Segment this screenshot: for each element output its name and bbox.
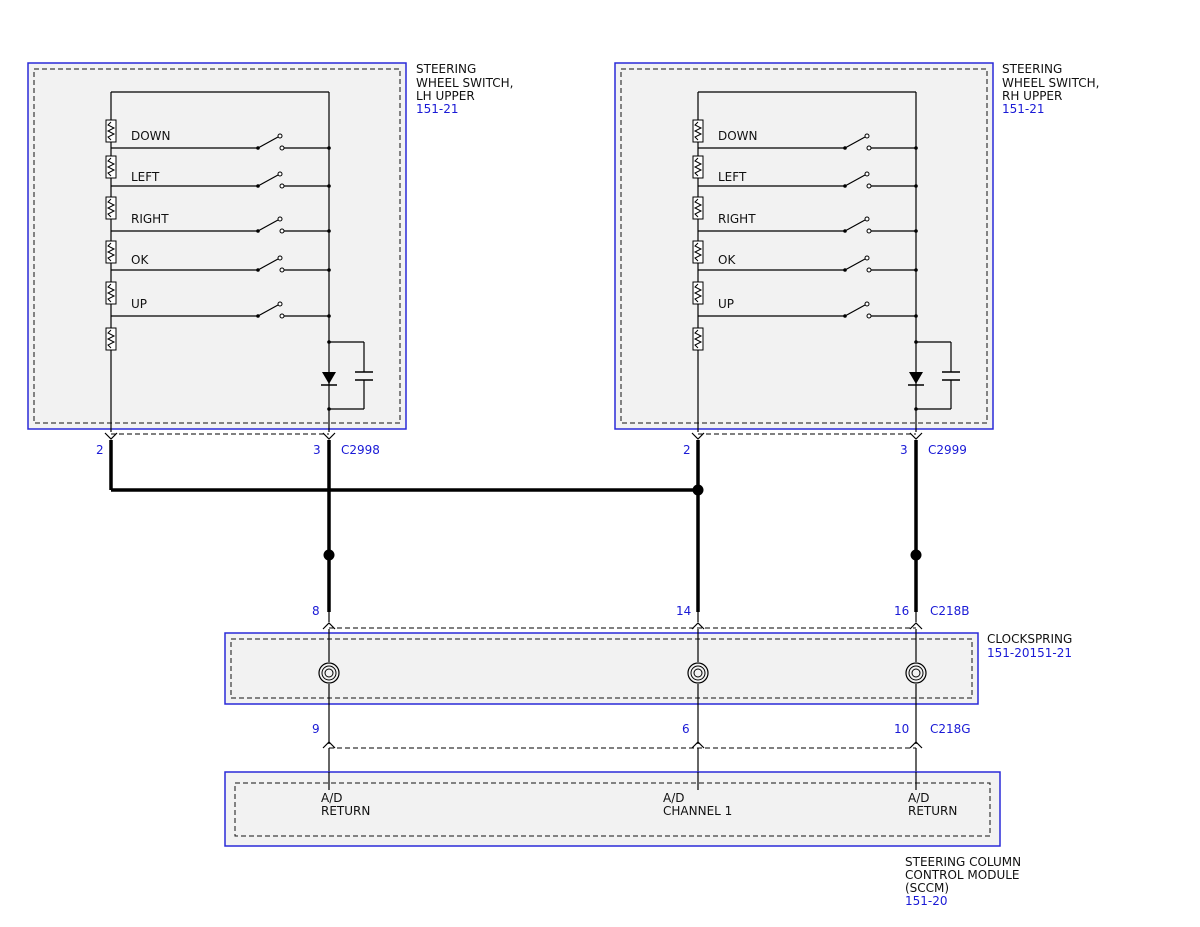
- component-name-line: WHEEL SWITCH,: [416, 76, 513, 90]
- switch-label-right: RIGHT: [718, 212, 756, 226]
- switch-rung-ok: OK: [111, 253, 331, 273]
- connector-name[interactable]: C218G: [930, 722, 971, 736]
- component-ref[interactable]: 151-21: [416, 102, 459, 116]
- component-ref[interactable]: 151-20: [905, 894, 948, 908]
- pin-function-line: A/D: [908, 791, 930, 805]
- pin-number: 14: [676, 604, 691, 618]
- switch-rung-left: LEFT: [111, 170, 331, 189]
- resistor: [692, 327, 704, 351]
- switch-rung-right: RIGHT: [111, 212, 331, 234]
- resistor: [692, 196, 704, 220]
- switch-rung-down: DOWN: [111, 129, 331, 151]
- component-name-line: STEERING COLUMN: [905, 855, 1021, 869]
- component-name-line: (SCCM): [905, 881, 949, 895]
- diode-capacitor: [908, 340, 960, 411]
- switch-rung-right: RIGHT: [698, 212, 918, 234]
- resistor-ladder: [692, 119, 704, 351]
- resistor: [692, 281, 704, 305]
- connector-c218b: 8 14 16 C218B: [312, 604, 970, 630]
- switch-label-ok: OK: [131, 253, 149, 267]
- switch-rung-down: DOWN: [698, 129, 918, 151]
- pin-function-line: A/D: [321, 791, 343, 805]
- pin-number: 2: [96, 443, 104, 457]
- clockspring-coil-icon: [905, 662, 927, 684]
- component-ref[interactable]: 151-21: [1002, 102, 1045, 116]
- component-name-line: WHEEL SWITCH,: [1002, 76, 1099, 90]
- splice-dot: [692, 484, 704, 496]
- switch-label-left: LEFT: [131, 170, 160, 184]
- pin-number: 8: [312, 604, 320, 618]
- switch-label-down: DOWN: [718, 129, 758, 143]
- pin-number: 2: [683, 443, 691, 457]
- pin-function-line: RETURN: [321, 804, 370, 818]
- component-name-line: STEERING: [1002, 62, 1062, 76]
- component-name-line: CONTROL MODULE: [905, 868, 1020, 882]
- component-name-line: LH UPPER: [416, 89, 475, 103]
- clockspring-coil-icon: [318, 662, 340, 684]
- clockspring-coil-icon: [687, 662, 709, 684]
- steering-column-control-module: A/D RETURN A/D CHANNEL 1 A/D RETURN STEE…: [224, 771, 1021, 908]
- pin-number: 10: [894, 722, 909, 736]
- diode-capacitor: [321, 340, 373, 411]
- resistor: [692, 155, 704, 179]
- pin-number: 9: [312, 722, 320, 736]
- switch-rung-ok: OK: [698, 253, 918, 273]
- pin-function-line: RETURN: [908, 804, 957, 818]
- switch-label-up: UP: [718, 297, 734, 311]
- pin-number: 6: [682, 722, 690, 736]
- pin-function-line: CHANNEL 1: [663, 804, 732, 818]
- harness-wires: [109, 440, 922, 622]
- resistor: [105, 281, 117, 305]
- resistor: [692, 240, 704, 264]
- resistor: [105, 327, 117, 351]
- splice-dot: [323, 549, 335, 561]
- steering-wheel-switch-rh: DOWN LEFT RIGHT OK UP: [614, 62, 1099, 432]
- connector-name[interactable]: C218B: [930, 604, 970, 618]
- resistor: [105, 240, 117, 264]
- component-name-line: RH UPPER: [1002, 89, 1062, 103]
- switch-label-left: LEFT: [718, 170, 747, 184]
- component-name-line: STEERING: [416, 62, 476, 76]
- switch-label-ok: OK: [718, 253, 736, 267]
- steering-wheel-switch-lh: DOWN LEFT RIGHT OK UP: [27, 62, 513, 432]
- pin-number: 3: [900, 443, 908, 457]
- connector-name[interactable]: C2999: [928, 443, 967, 457]
- switch-label-down: DOWN: [131, 129, 171, 143]
- component-ref[interactable]: 151-20151-21: [987, 646, 1072, 660]
- switch-rung-up: UP: [698, 297, 918, 319]
- resistor-ladder: [105, 119, 117, 351]
- resistor: [105, 155, 117, 179]
- connector-name[interactable]: C2998: [341, 443, 380, 457]
- splice-dot: [910, 549, 922, 561]
- pin-number: 16: [894, 604, 909, 618]
- switch-label-up: UP: [131, 297, 147, 311]
- component-name-line: CLOCKSPRING: [987, 632, 1072, 646]
- connector-c2999: 2 3 C2999: [683, 432, 967, 457]
- pin-function-line: A/D: [663, 791, 685, 805]
- connector-c2998: 2 3 C2998: [96, 432, 380, 457]
- resistor: [692, 119, 704, 143]
- pin-number: 3: [313, 443, 321, 457]
- clockspring: CLOCKSPRING 151-20151-21: [224, 629, 1072, 744]
- switch-rung-left: LEFT: [698, 170, 918, 189]
- resistor: [105, 196, 117, 220]
- switch-rung-up: UP: [111, 297, 331, 319]
- resistor: [105, 119, 117, 143]
- switch-label-right: RIGHT: [131, 212, 169, 226]
